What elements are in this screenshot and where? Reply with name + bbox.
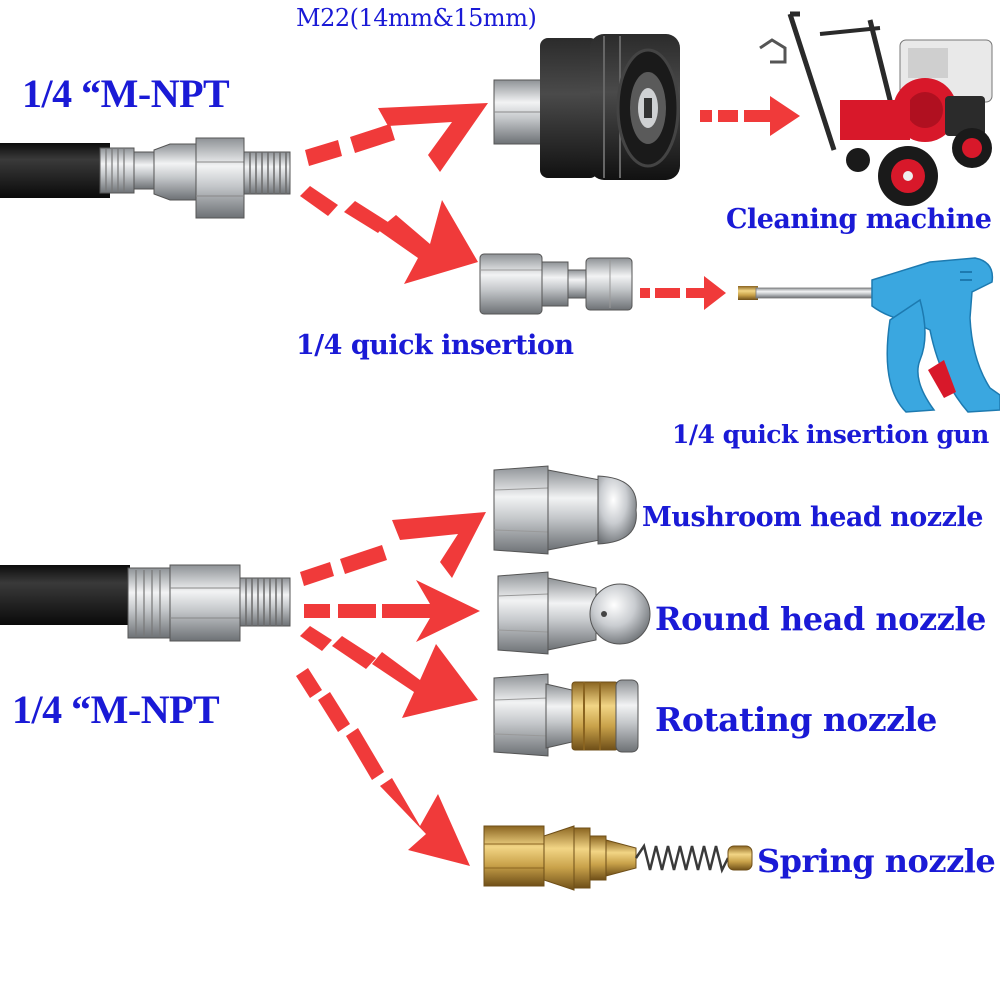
- m22-coupler-icon: [493, 34, 680, 180]
- arrow-icon-to-quick: [300, 186, 478, 284]
- spray-gun-icon: [738, 257, 1000, 413]
- arrow-icon-to-rotating: [300, 626, 478, 718]
- spring-nozzle-label: Spring nozzle: [757, 842, 996, 880]
- arrow-icon-to-round: [304, 580, 480, 642]
- npt-top-label: 1/4 “M-NPT: [22, 71, 230, 116]
- quick-insertion-label: 1/4 quick insertion: [296, 330, 574, 361]
- quick-insertion-gun-label: 1/4 quick insertion gun: [672, 420, 989, 449]
- hose-fitting-icon-top: [0, 137, 291, 219]
- arrow-icon-to-mushroom: [300, 512, 486, 586]
- arrow-icon-to-spring: [296, 668, 470, 866]
- rotating-nozzle-label: Rotating nozzle: [655, 700, 937, 739]
- quick-plug-icon: [479, 253, 633, 315]
- rotating-nozzle-icon: [493, 673, 639, 757]
- pressure-washer-icon: [759, 11, 993, 206]
- hose-fitting-icon-bottom: [0, 564, 291, 642]
- arrow-icon-to-m22: [305, 103, 488, 172]
- npt-bottom-label: 1/4 “M-NPT: [12, 687, 220, 732]
- spring-nozzle-icon: [483, 825, 753, 891]
- m22-label: M22(14mm&15mm): [296, 4, 537, 32]
- arrow-icon-to-gun: [640, 276, 726, 310]
- arrow-icon-to-machine: [700, 96, 800, 136]
- mushroom-nozzle-label: Mushroom head nozzle: [642, 502, 983, 533]
- mushroom-nozzle-icon: [493, 465, 637, 555]
- round-nozzle-label: Round head nozzle: [655, 600, 986, 638]
- cleaning-machine-label: Cleaning machine: [726, 204, 992, 235]
- round-nozzle-icon: [497, 571, 651, 655]
